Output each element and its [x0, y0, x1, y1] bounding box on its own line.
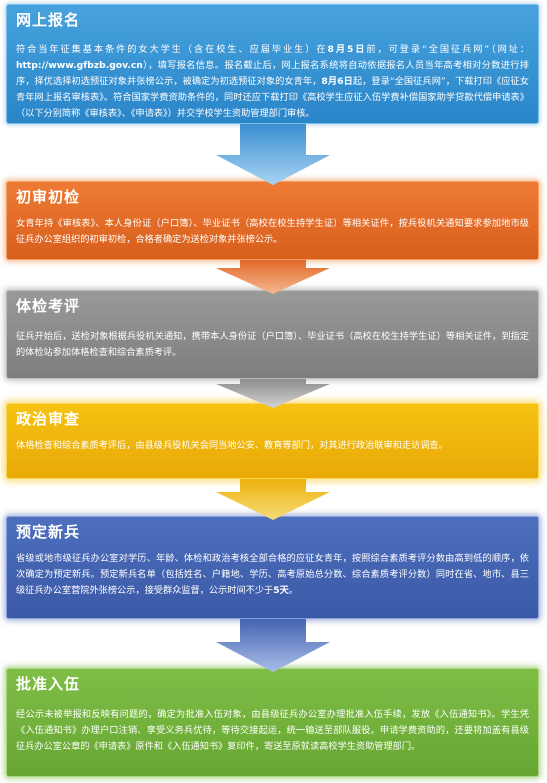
step-title: 政治审查 — [16, 410, 81, 428]
body-text: 符合当年征集基本条件的女大学生（含在校生、应届毕业生）在 — [16, 44, 328, 55]
arrow-1 — [216, 124, 330, 185]
arrow-5 — [216, 619, 330, 672]
arrow-2 — [216, 260, 330, 294]
emphasis-text: http://www.gfbzb.gov.cn — [16, 60, 143, 71]
emphasis-text: 5天 — [273, 585, 289, 596]
step-physical-exam: 体检考评 征兵开始后，送检对象根据兵役机关通知，携带本人身份证（户口簿）、毕业证… — [6, 290, 539, 379]
emphasis-text: 8月5日 — [327, 44, 367, 55]
arrow-4 — [216, 479, 330, 520]
step-political-review: 政治审查 体格检查和综合素质考评后，由县级兵役机关会同当地公安、教育等部门，对其… — [6, 403, 539, 479]
step-enlistment-approval: 批准入伍 经公示未被举报和反映有问题的，确定为批准入伍对象，由县级征兵办公室办理… — [6, 668, 539, 777]
step-text: 省级或地市级征兵办公室对学历、年龄、体检和政治考核全部合格的应征女青年，按照综合… — [16, 551, 529, 599]
emphasis-text: 8月6日 — [321, 76, 353, 87]
step-text: 符合当年征集基本条件的女大学生（含在校生、应届毕业生）在8月5日前，可登录“全国… — [16, 42, 529, 122]
body-text: 起，登录“全国征兵网”，下载打印《应征女青年网上报名审核表》。符合国家学费资助条… — [16, 76, 529, 119]
step-text: 女青年持《审核表》、本人身份证（户口簿）、毕业证书（高校在校生持学生证）等相关证… — [16, 216, 529, 248]
body-text: ），填写报名信息。报名截止后，网上报名系统将自动依据报名人员当年高考相对分数进行… — [16, 60, 529, 87]
step-title: 批准入伍 — [16, 675, 81, 693]
body-text: 女青年持《审核表》、本人身份证（户口簿）、毕业证书（高校在校生持学生证）等相关证… — [16, 218, 529, 245]
body-text: 征兵开始后，送检对象根据兵役机关通知，携带本人身份证（户口簿）、毕业证书（高校在… — [16, 331, 529, 358]
step-online-registration: 网上报名 符合当年征集基本条件的女大学生（含在校生、应届毕业生）在8月5日前，可… — [6, 4, 539, 124]
step-initial-review: 初审初检 女青年持《审核表》、本人身份证（户口簿）、毕业证书（高校在校生持学生证… — [6, 181, 539, 260]
step-reserve-recruit: 预定新兵 省级或地市级征兵办公室对学历、年龄、体检和政治考核全部合格的应征女青年… — [6, 516, 539, 619]
step-text: 征兵开始后，送检对象根据兵役机关通知，携带本人身份证（户口簿）、毕业证书（高校在… — [16, 329, 529, 361]
step-title: 体检考评 — [16, 297, 81, 315]
body-text: 省级或地市级征兵办公室对学历、年龄、体检和政治考核全部合格的应征女青年，按照综合… — [16, 553, 529, 596]
body-text: 前，可登录“全国征兵网”（网址： — [366, 44, 530, 55]
step-title: 网上报名 — [16, 11, 81, 29]
step-title: 预定新兵 — [16, 523, 81, 541]
body-text: 。 — [288, 585, 299, 596]
body-text: 经公示未被举报和反映有问题的，确定为批准入伍对象，由县级征兵办公室办理批准入伍手… — [16, 709, 529, 752]
body-text: 体格检查和综合素质考评后，由县级兵役机关会同当地公安、教育等部门，对其进行政治联… — [16, 440, 448, 451]
step-text: 体格检查和综合素质考评后，由县级兵役机关会同当地公安、教育等部门，对其进行政治联… — [16, 438, 529, 454]
step-title: 初审初检 — [16, 188, 81, 206]
step-text: 经公示未被举报和反映有问题的，确定为批准入伍对象，由县级征兵办公室办理批准入伍手… — [16, 707, 529, 755]
